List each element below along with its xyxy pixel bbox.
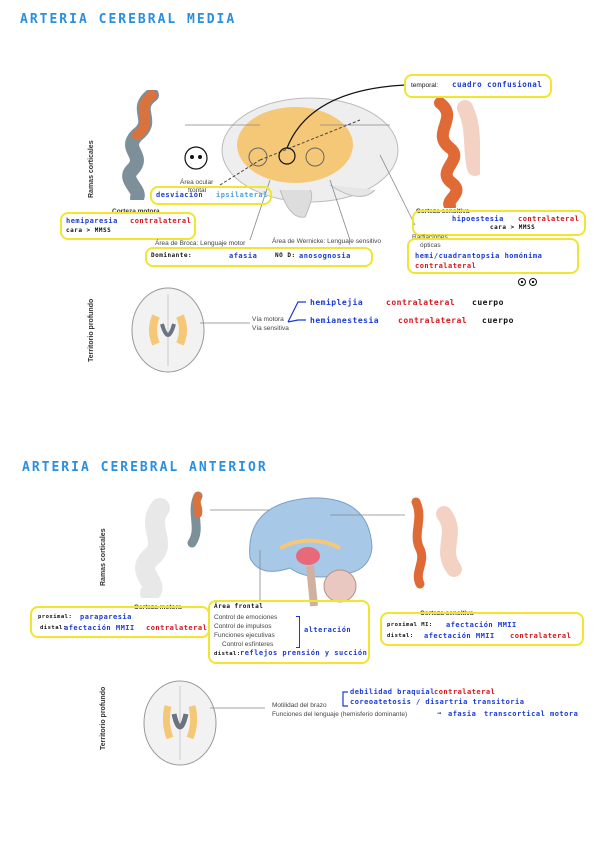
aca-deep-hand3b: transcortical motora (484, 710, 579, 718)
aca-side-label-cortical: Ramas corticales (100, 528, 107, 586)
optic-label-2: ópticas (420, 242, 441, 249)
aca-deep-hand1a: debilidad braquial (350, 688, 435, 696)
mca-deep-hand1c: cuerpo (472, 298, 504, 307)
language-note-box: Dominante: afasia NO D: anosognosia (145, 247, 373, 267)
aca-deep-label-2: Funciones del lenguaje (hemisferio domin… (272, 711, 408, 718)
aca-frontal-item-3: Funciones ejecutivas (214, 632, 275, 639)
aca-title: ARTERIA CEREBRAL ANTERIOR (22, 460, 268, 475)
optic-hand-1: hemi/cuadrantopsia homónima (415, 252, 543, 260)
temporal-prefix: temporal: (411, 82, 439, 89)
broca-hand-a: Dominante: (151, 252, 193, 259)
aca-motor-cortex-illustration (135, 491, 203, 598)
aca-sensory-l1b: afectación MMII (446, 621, 517, 629)
aca-frontal-item-4: Control esfínteres (222, 641, 274, 648)
via-sensitiva-label: Vía sensitiva (252, 325, 289, 332)
wernicke-hand-a: NO D: (275, 252, 296, 259)
aca-frontal-title: Área frontal (214, 603, 264, 610)
aca-sensory-l2b: afectación MMII (424, 632, 495, 640)
via-motora-label: Vía motora (252, 316, 284, 323)
mca-side-label-deep: Territorio profundo (88, 298, 95, 362)
aca-motor-l2c: contralateral (146, 624, 208, 632)
mca-sensory-line1a: hipoestesia (452, 215, 504, 223)
aca-motor-box: proximal: paraparesia distal: afectación… (30, 606, 210, 638)
mca-leader-lines (185, 84, 416, 241)
broca-hand-b: afasia (229, 252, 258, 260)
mca-motor-line1a: hemiparesia (66, 217, 118, 225)
broca-label: Área de Broca: Lenguaje motor (155, 240, 246, 247)
aca-frontal-bracket (296, 616, 300, 648)
mca-motor-title: Corteza motora (112, 208, 160, 215)
mca-brain-illustration (221, 97, 399, 218)
mca-deep-hand1a: hemiplejia (310, 298, 364, 307)
temporal-text: cuadro confusional (452, 80, 543, 89)
mca-motor-line1b: contralateral (130, 217, 192, 225)
mca-deep-hand2c: cuerpo (482, 316, 514, 325)
temporal-note-box: temporal: cuadro confusional (404, 74, 552, 98)
sensory-cortex-illustration (434, 98, 480, 208)
aca-motor-l1a: proximal: (38, 614, 73, 620)
aca-frontal-hand-b: reflejos prensión y succión (240, 649, 368, 657)
aca-sensory-l1a: proximal MI: (387, 622, 433, 628)
optic-note-box: hemi/cuadrantopsia homónima contralatera… (407, 238, 579, 274)
ocular-hand-2: ipsilateral (216, 191, 268, 199)
ocular-label-1: Área ocular (180, 179, 214, 186)
mca-motor-line2: cara > MMSS (66, 227, 112, 234)
aca-sensory-box: proximal MI: afectación MMII distal: afe… (380, 612, 584, 646)
aca-deep-lines (210, 707, 265, 709)
aca-frontal-hand-a: distal: (214, 651, 241, 657)
aca-sensory-l2c: contralateral (510, 632, 572, 640)
aca-sensory-cortex-illustration (411, 497, 462, 589)
aca-brain-illustration (249, 497, 373, 607)
aca-deep-hand3a: afasia (448, 710, 477, 718)
motor-cortex-illustration (122, 90, 159, 200)
aca-sensory-l2a: distal: (387, 633, 414, 639)
ocular-hand-1: desviación (156, 191, 204, 199)
aca-deep-hand3-arrow: → (437, 709, 442, 717)
mca-sensory-box: hipoestesia contralateral cara > MMSS (412, 210, 586, 236)
aca-motor-l2a: distal: (40, 625, 67, 631)
mca-deep-hand2b: contralateral (398, 316, 468, 325)
aca-frontal-box: Área frontal Control de emociones Contro… (208, 600, 370, 664)
mca-axial-brain-illustration (131, 287, 205, 373)
mca-motor-box: hemiparesia contralateral cara > MMSS (60, 212, 196, 240)
aca-motor-l2b: afectación MMII (64, 624, 135, 632)
aca-frontal-item-2: Control de impulsos (214, 623, 272, 630)
mca-deep-hand2a: hemianestesia (310, 316, 380, 325)
eyes-doodle-small-icon (518, 278, 537, 286)
aca-side-label-deep: Territorio profundo (100, 686, 107, 750)
aca-frontal-bracket-text: alteración (304, 626, 352, 634)
aca-deep-hand2: coreoatetosis / disartria transitoria (350, 698, 525, 706)
optic-hand-2: contralateral (415, 262, 477, 270)
ocular-label-2: frontal (188, 187, 207, 194)
aca-deep-bracket (342, 691, 348, 707)
aca-deep-label-1: Motilidad del brazo (272, 702, 327, 709)
ocular-note-box: desviación ipsilateral (150, 186, 272, 205)
aca-axial-brain-illustration (143, 680, 217, 766)
mca-sensory-line1b: contralateral (518, 215, 580, 223)
mca-deep-hand1b: contralateral (386, 298, 456, 307)
wernicke-hand-b: anosognosia (299, 252, 351, 260)
mca-title: ARTERIA CEREBRAL MEDIA (20, 12, 237, 27)
mca-sensory-line2: cara > MMSS (490, 224, 536, 231)
aca-motor-l1b: paraparesia (80, 613, 132, 621)
aca-frontal-item-1: Control de emociones (214, 614, 278, 621)
optic-label-1: Radiaciones (412, 234, 448, 241)
mca-side-label-cortical: Ramas corticales (88, 140, 95, 198)
eyes-doodle-icon (184, 146, 208, 170)
wernicke-label: Área de Wernicke: Lenguaje sensitivo (272, 238, 381, 245)
aca-leader-lines (210, 509, 405, 600)
mca-deep-arrows (200, 301, 306, 324)
aca-deep-hand1b: contralateral (434, 688, 496, 696)
